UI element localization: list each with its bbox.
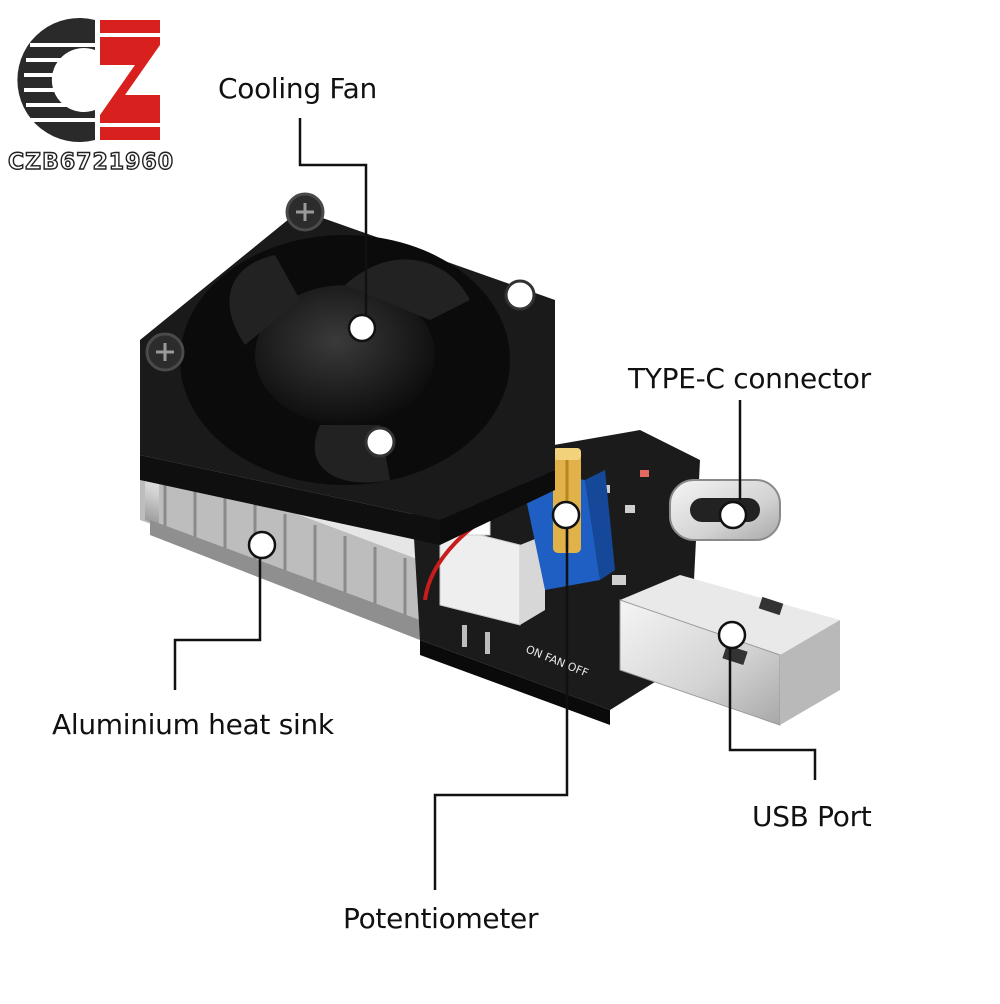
potentiometer-label: Potentiometer [343,902,539,935]
heat-sink-label: Aluminium heat sink [52,708,334,741]
heatsink-dot [247,530,277,560]
usb-plug [619,575,840,726]
typec-connector-label: TYPE-C connector [628,362,871,395]
usb-leader [728,640,817,780]
czb-logo [17,17,160,142]
leader-lines [173,118,817,890]
cooling-fan [140,192,555,545]
brand-watermark: CZB6721960 [7,149,175,175]
cooling-fan-label: Cooling Fan [218,72,377,105]
usb-dot [717,620,747,650]
usb-port-label: USB Port [752,800,872,833]
potentiometer-dot [551,500,581,530]
typec-dot [718,500,748,530]
fan-dot [347,313,377,343]
callout-dots [247,313,748,650]
fan-leader [298,118,368,315]
potentiometer-leader [433,515,569,890]
heatsink-leader [173,545,262,690]
